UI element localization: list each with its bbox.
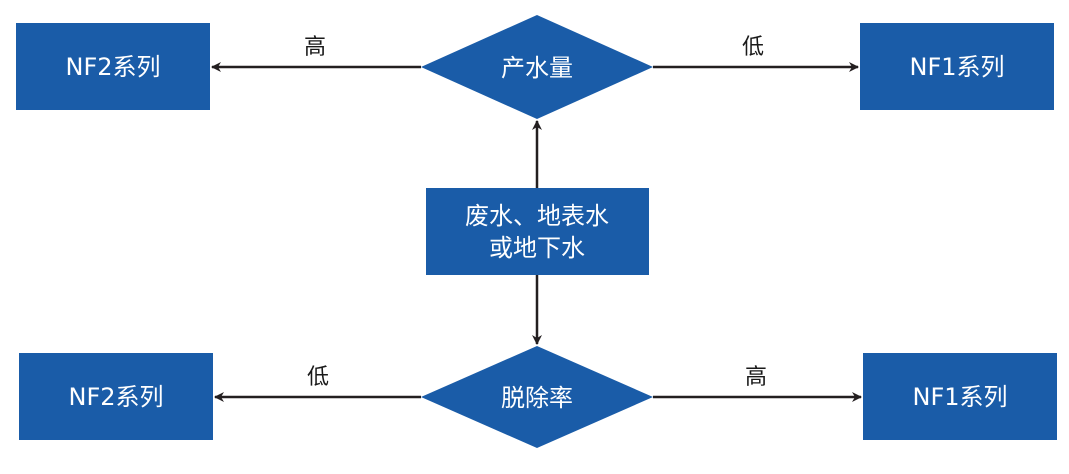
top-decision-diamond xyxy=(421,15,653,119)
top-right-box xyxy=(860,23,1054,110)
bottom-left-box xyxy=(19,353,213,440)
bottom-decision-diamond xyxy=(421,346,653,448)
top-right-box-label: NF1系列 xyxy=(909,53,1004,81)
bottom-left-box-label: NF2系列 xyxy=(68,383,163,411)
bottom-decision-label: 脱除率 xyxy=(501,384,573,412)
top-left-edge-label: 高 xyxy=(304,35,326,60)
top-left-box-label: NF2系列 xyxy=(65,53,160,81)
bottom-left-edge-label: 低 xyxy=(307,365,329,390)
top-right-edge-label: 低 xyxy=(742,35,764,60)
bottom-right-edge-label: 高 xyxy=(745,365,767,390)
top-left-box xyxy=(16,23,210,110)
center-source-line2: 或地下水 xyxy=(489,234,585,262)
bottom-right-box xyxy=(863,353,1057,440)
bottom-right-box-label: NF1系列 xyxy=(912,383,1007,411)
top-decision-label: 产水量 xyxy=(501,54,573,82)
center-source-line1: 废水、地表水 xyxy=(465,202,609,230)
center-source-box xyxy=(426,188,649,275)
